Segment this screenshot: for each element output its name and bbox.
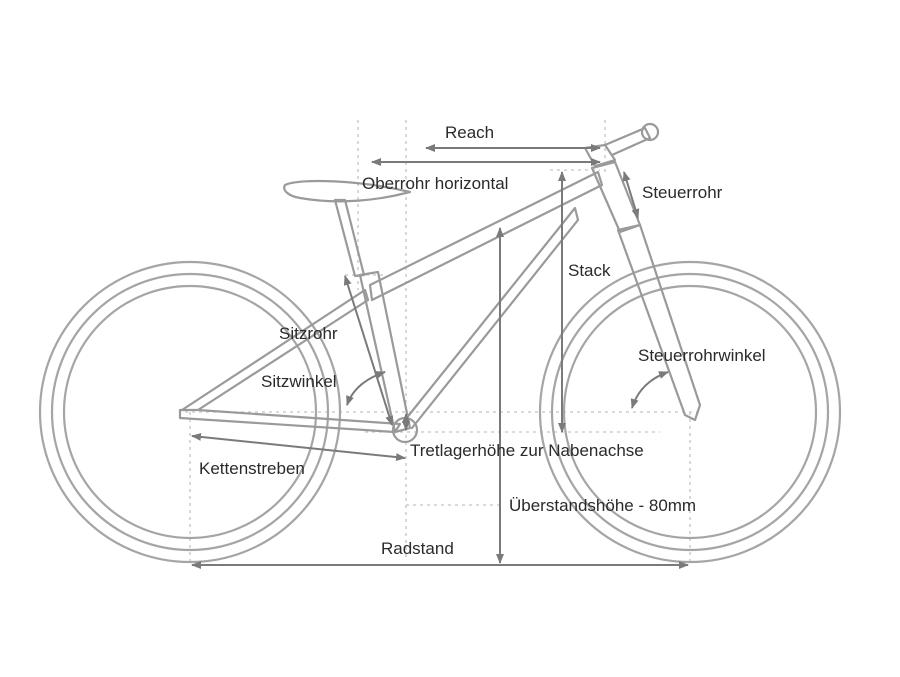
- head-tube-arrow: [622, 171, 640, 219]
- label-wheelbase: Radstand: [381, 539, 454, 558]
- saddle: [283, 179, 412, 203]
- label-bb-height: Tretlagerhöhe zur Nabenachse: [410, 441, 644, 460]
- label-top-tube-horizontal: Oberrohr horizontal: [362, 174, 508, 193]
- label-standover: Überstandshöhe - 80mm: [509, 496, 696, 515]
- head-angle-arc: [630, 371, 669, 409]
- rear-wheel: [38, 260, 342, 564]
- label-head-tube-angle: Steuerrohrwinkel: [638, 346, 766, 365]
- seatstay: [180, 288, 370, 412]
- dimension-arrows: [191, 144, 689, 569]
- label-seat-tube: Sitzrohr: [279, 324, 338, 343]
- label-reach: Reach: [445, 123, 494, 142]
- label-chainstays: Kettenstreben: [199, 459, 305, 478]
- seat-angle-arc: [346, 371, 386, 406]
- seatpost: [333, 198, 366, 278]
- handlebar: [640, 122, 660, 142]
- stem: [603, 126, 652, 157]
- label-seat-angle: Sitzwinkel: [261, 372, 337, 391]
- bike-frame: [178, 122, 702, 444]
- fork: [616, 223, 702, 422]
- chainstay: [178, 408, 402, 434]
- label-head-tube: Steuerrohr: [642, 183, 723, 202]
- down-tube: [403, 206, 580, 430]
- label-stack: Stack: [568, 261, 611, 280]
- reference-lines: [185, 120, 700, 565]
- chainstay-arrow: [191, 432, 406, 462]
